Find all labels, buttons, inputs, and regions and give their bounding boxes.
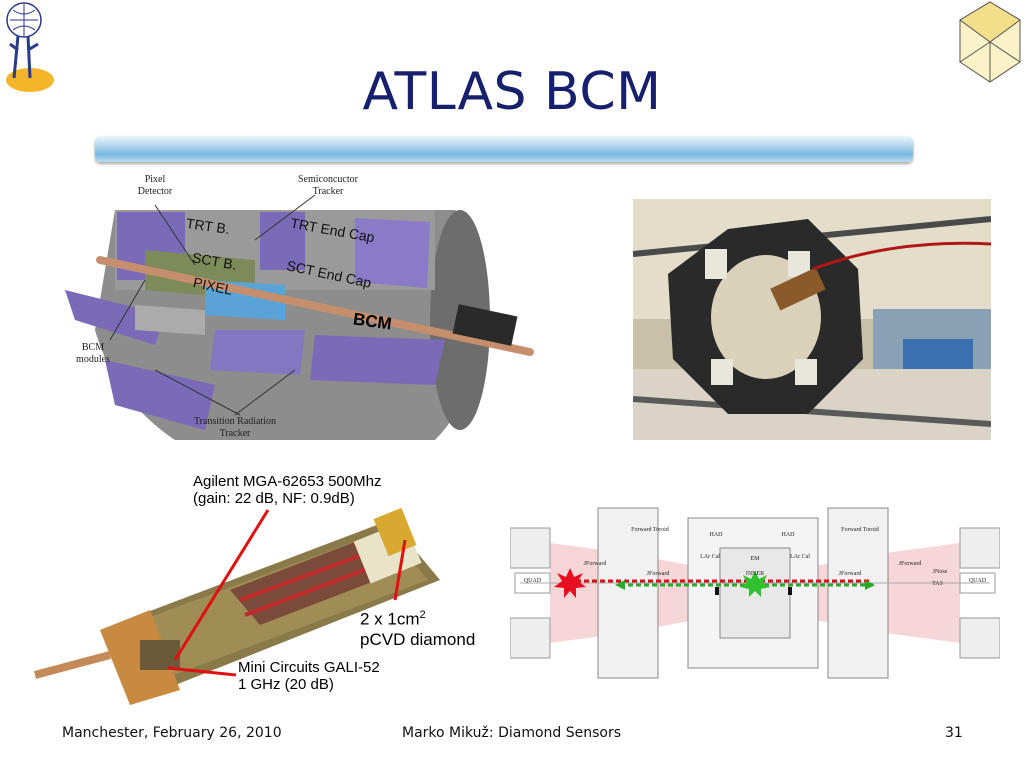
- schematic-label-em: EM: [750, 556, 760, 562]
- atlas-schematic: [509, 503, 1001, 683]
- annotation-mini-circuits-amplifier: Mini Circuits GALI-52 1 GHz (20 dB): [238, 659, 380, 693]
- schematic-label-forward-right: JForward: [898, 561, 922, 567]
- schematic-label-jforward-left: JForward: [646, 571, 670, 577]
- slide-title: ATLAS BCM: [362, 62, 662, 122]
- schematic-label-had-right: HAD: [781, 532, 795, 538]
- schematic-label-forward-toroid-right: Forward Toroid: [841, 527, 879, 533]
- footer-author-topic: Marko Mikuž: Diamond Sensors: [402, 725, 622, 741]
- schematic-label-jforward-right: JForward: [838, 571, 862, 577]
- schematic-label-forward-left: JForward: [583, 561, 607, 567]
- schematic-label-quad-left: QUAD: [523, 578, 542, 584]
- polyhedron-logo: [956, 0, 1024, 86]
- schematic-label-had-left: HAD: [709, 532, 723, 538]
- schematic-label-jnose: JNose: [932, 569, 948, 575]
- annotation-agilent-amplifier: Agilent MGA-62653 500Mhz (gain: 22 dB, N…: [193, 473, 382, 507]
- bcm-installation-photo: [632, 199, 992, 440]
- schematic-label-lar-left: LAr Cal: [700, 554, 720, 560]
- footer-page-number: 31: [945, 725, 963, 741]
- schematic-label-quad-right: QUAD: [968, 578, 987, 584]
- schematic-label-inner: INNER: [745, 571, 765, 577]
- detector-drawing: [55, 170, 535, 450]
- schematic-label-tas: TAS: [932, 581, 943, 587]
- atlas-logo: [0, 0, 58, 95]
- schematic-label-forward-toroid-left: Forward Toroid: [631, 527, 669, 533]
- annotation-diamond-sensor: 2 x 1cm2 pCVD diamond: [360, 609, 476, 649]
- title-underline-bar: [95, 136, 913, 162]
- footer-location-date: Manchester, February 26, 2010: [62, 725, 282, 741]
- schematic-label-lar-right: LAr Cal: [790, 554, 810, 560]
- bcm-module-board: [30, 490, 450, 710]
